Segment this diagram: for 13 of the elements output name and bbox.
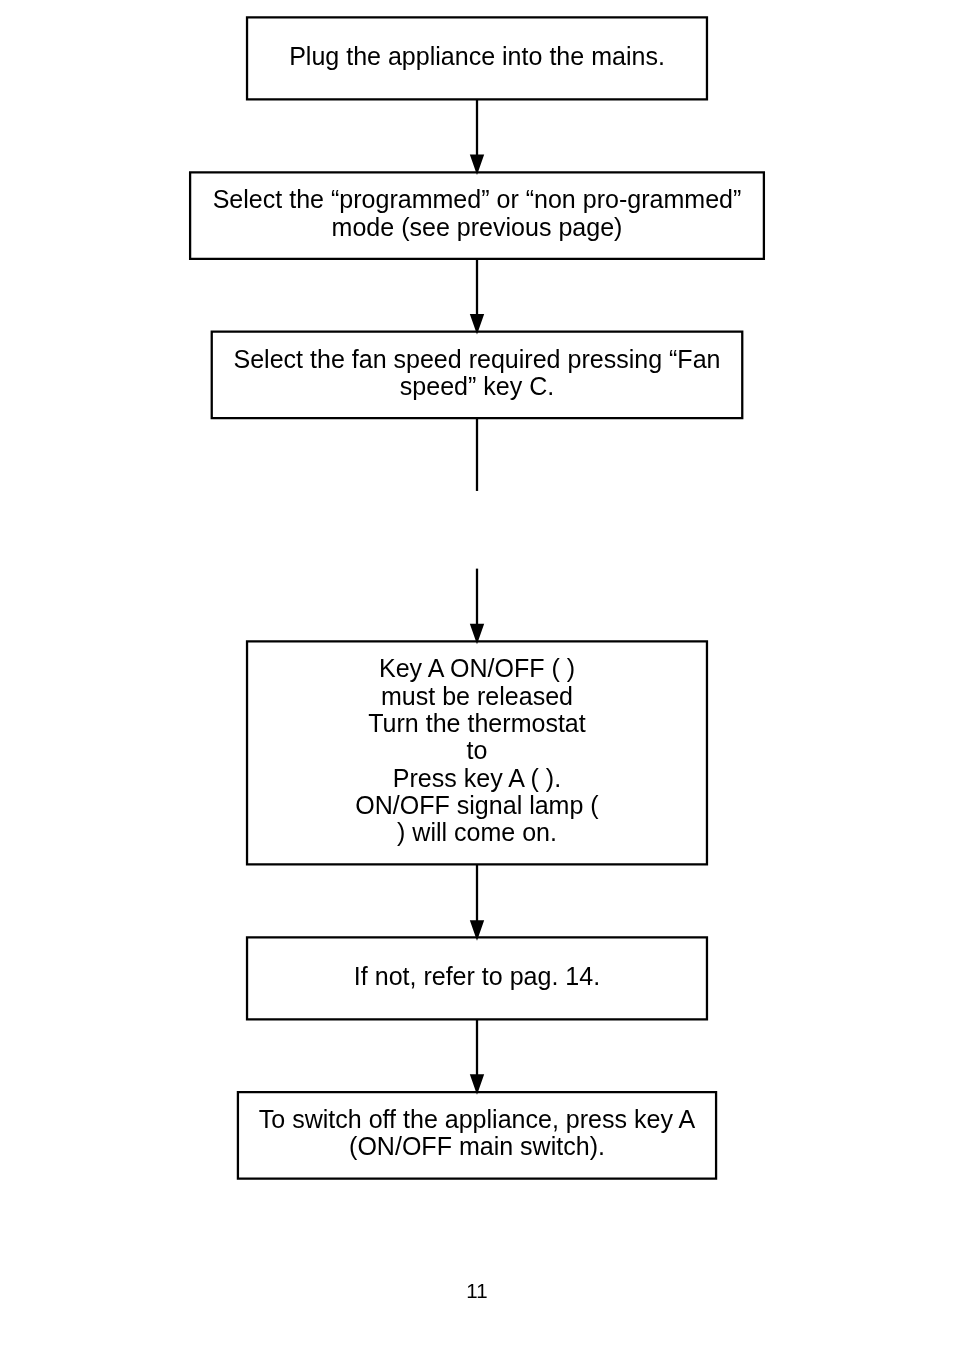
arrow — [469, 568, 485, 645]
node-box: Plug the appliance into the mains. — [245, 16, 709, 101]
node-box: To switch off the appliance, press key A (ON/OFF main switch). — [236, 1091, 718, 1180]
arrow — [469, 259, 485, 335]
node-box: Select the fan speed required pressing “Fan speed” key C. — [210, 330, 744, 420]
node-box: If not, refer to pag. 14. — [245, 936, 709, 1021]
node-box: Select the “programmed” or “non pro-grammed” mode (see previous page) — [188, 171, 766, 260]
connector — [475, 418, 479, 491]
node-box: Key A ON/OFF ( ) must be released Turn the thermostat to Press key A ( ). ON/OFF signal lamp ( ) will come on. — [245, 640, 709, 866]
arrow — [469, 100, 485, 175]
label: 11 — [466, 1278, 488, 1302]
arrow — [469, 1019, 485, 1095]
arrow — [469, 865, 485, 941]
